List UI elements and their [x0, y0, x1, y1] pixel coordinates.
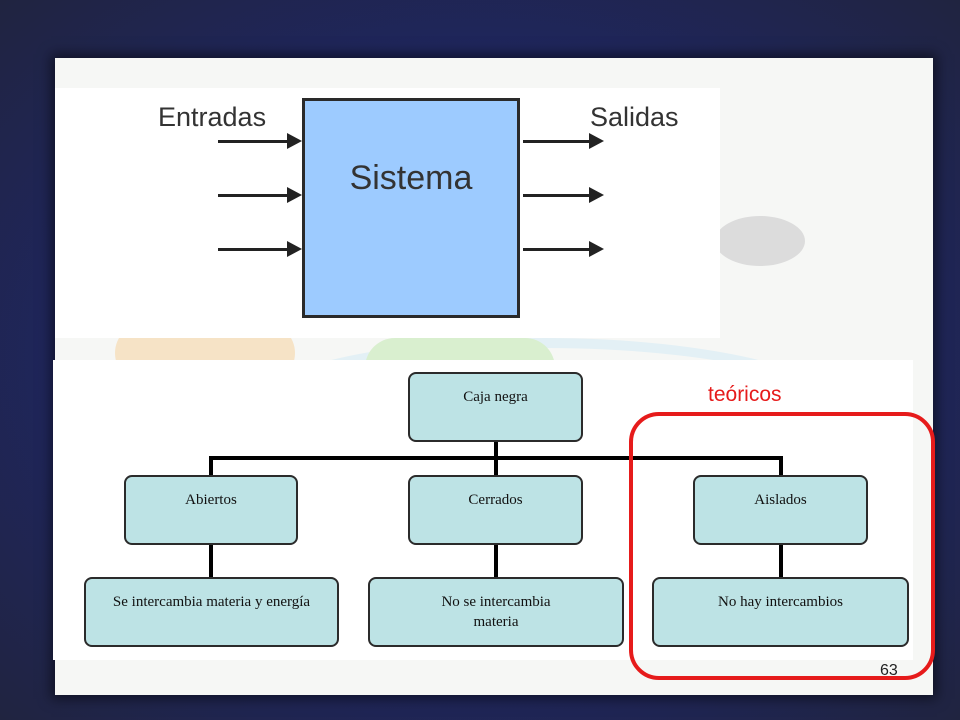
inputs-label: Entradas [158, 102, 267, 132]
node-aislados-detail: No hay intercambios [652, 577, 909, 647]
background-disc-decoration [715, 216, 805, 266]
node-aislados: Aislados [693, 475, 868, 545]
tree-connector [779, 456, 783, 476]
input-arrow [218, 241, 302, 257]
tree-connector [209, 544, 213, 578]
tree-connector [779, 544, 783, 578]
annotation-highlight [629, 412, 935, 680]
output-arrow [523, 133, 604, 149]
node-cerrados: Cerrados [408, 475, 583, 545]
tree-connector [494, 440, 498, 459]
output-arrow [523, 187, 604, 203]
outputs-label: Salidas [590, 102, 679, 132]
node-abiertos: Abiertos [124, 475, 298, 545]
tree-connector [494, 544, 498, 578]
node-cerrados-detail: No se intercambia materia [368, 577, 624, 647]
output-arrow [523, 241, 604, 257]
system-box: Sistema [302, 98, 520, 318]
page-number: 63 [880, 662, 898, 679]
node-caja-negra: Caja negra [408, 372, 583, 442]
tree-connector [209, 456, 213, 476]
input-arrow [218, 187, 302, 203]
node-abiertos-detail: Se intercambia materia y energía [84, 577, 339, 647]
annotation-label: teóricos [708, 383, 782, 406]
system-label: Sistema [349, 159, 473, 197]
tree-connector [494, 456, 498, 476]
input-arrow [218, 133, 302, 149]
